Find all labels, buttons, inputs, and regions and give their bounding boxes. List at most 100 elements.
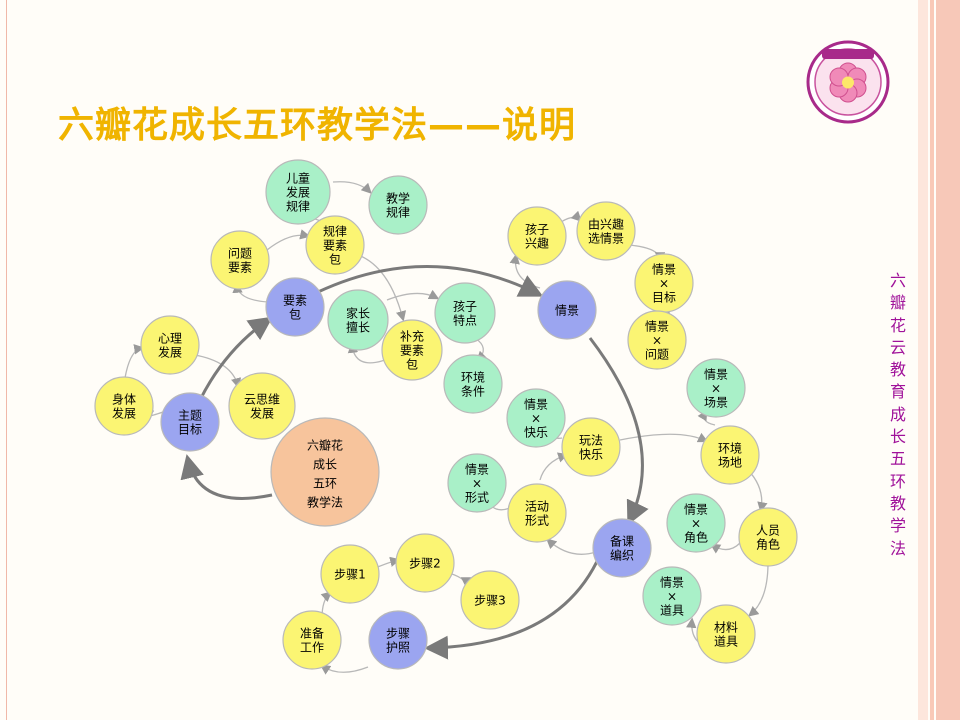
node-circle-haizi_xq xyxy=(507,206,567,266)
connector-buzhou-zhunbei xyxy=(319,664,369,675)
node-label-bz3: 步骤3 xyxy=(474,593,506,607)
node-bz2: 步骤2 xyxy=(395,533,455,593)
node-yaosu: 要素包 xyxy=(265,277,325,337)
node-label-center: 教学法 xyxy=(307,495,343,510)
node-circle-buchong xyxy=(381,319,443,381)
connector-jiazhang-haizi xyxy=(386,289,440,301)
node-label-haizi_xq: 孩子 xyxy=(525,222,549,236)
node-circle-qingjing xyxy=(537,280,597,340)
node-label-youxingqu: 选情景 xyxy=(588,231,624,245)
node-circle-huanjing_tj xyxy=(443,354,503,414)
main-arrow-yaosu-qingjing xyxy=(317,265,544,297)
node-label-wenti: 问题 xyxy=(228,246,252,260)
node-circle-qj_juese xyxy=(666,493,726,553)
main-arrow-zhuti-yaosu xyxy=(198,316,273,401)
node-label-yaosu: 要素 xyxy=(283,293,307,307)
node-label-buzhou: 护照 xyxy=(386,640,410,654)
node-qj_daoju: 情景×道具 xyxy=(642,566,702,626)
node-label-qj_wenti: × xyxy=(652,333,662,347)
node-circle-yunsi xyxy=(228,372,296,440)
connector-huodong-wanfa xyxy=(539,452,569,481)
node-label-buchong: 要素 xyxy=(400,343,424,357)
side-vertical-text: 六瓣花云教育成长五环教学法 xyxy=(889,271,906,558)
node-label-qj_daoju: × xyxy=(667,589,677,603)
node-label-cailiao: 材料 xyxy=(714,620,738,634)
node-label-ertong: 发展 xyxy=(286,184,310,199)
node-label-qj_wenti: 情景 xyxy=(645,319,669,333)
node-label-haizi_xq: 兴趣 xyxy=(525,235,549,250)
connector-wenti-guilv xyxy=(266,229,311,251)
node-bz3: 步骤3 xyxy=(460,570,520,630)
node-label-huanjing_cd: 场地 xyxy=(718,455,742,469)
node-circle-xinli xyxy=(140,315,200,375)
node-label-qingjing: 情景 xyxy=(555,303,579,317)
node-label-ertong: 儿童 xyxy=(286,170,310,185)
node-label-yaosu: 包 xyxy=(289,307,301,321)
node-label-jiazhang: 擅长 xyxy=(346,319,370,334)
connector-xinli-yunsi xyxy=(194,354,242,389)
node-label-xinli: 心理 xyxy=(158,331,182,345)
left-frame-line xyxy=(6,0,7,720)
node-label-yunsi: 云思维 xyxy=(244,392,280,406)
node-label-guilv: 要素 xyxy=(323,238,347,252)
node-circle-qj_daoju xyxy=(642,566,702,626)
node-label-huanjing_cd: 环境 xyxy=(718,440,742,455)
node-circle-renyuan xyxy=(738,507,798,567)
node-label-beike: 编织 xyxy=(610,547,634,562)
node-label-buchong: 补充 xyxy=(400,328,424,343)
page-title: 六瓣花成长五环教学法——说明 xyxy=(58,105,577,146)
node-label-zhuti: 目标 xyxy=(178,422,202,436)
connector-ertong-jiaoxue xyxy=(332,181,372,194)
node-label-bz1: 步骤1 xyxy=(334,567,366,581)
node-label-zhuti: 主题 xyxy=(178,408,202,422)
node-label-ertong: 规律 xyxy=(286,198,310,213)
node-qj_xingshi: 情景×形式 xyxy=(447,453,507,513)
node-label-qj_mubiao: 情景 xyxy=(652,262,676,276)
node-qj_juese: 情景×角色 xyxy=(666,493,726,553)
node-circle-huanjing_cd xyxy=(700,425,760,485)
node-circle-wanfa xyxy=(561,417,621,477)
node-circle-buzhou xyxy=(368,610,428,670)
connector-renyuan-cailiao xyxy=(748,562,769,617)
node-label-cailiao: 道具 xyxy=(714,634,738,648)
node-label-jiaoxue: 教学 xyxy=(386,190,410,205)
right-stripe-2 xyxy=(930,0,934,720)
connector-haizixq-youxingqu xyxy=(560,210,582,223)
node-label-qj_kuaile: 情景 xyxy=(524,397,548,411)
node-circle-qj_wenti xyxy=(627,310,687,370)
node-qj_mubiao: 情景×目标 xyxy=(634,253,694,313)
node-label-shenti: 发展 xyxy=(112,405,136,420)
node-label-center: 五环 xyxy=(313,477,337,491)
node-label-buzhou: 步骤 xyxy=(386,626,410,640)
node-qj_wenti: 情景×问题 xyxy=(627,310,687,370)
node-qj_kuaile: 情景×快乐 xyxy=(506,388,566,448)
flower-logo-icon xyxy=(806,40,890,124)
node-circle-center xyxy=(270,417,380,527)
node-circle-beike xyxy=(592,518,652,578)
node-label-qj_daoju: 道具 xyxy=(660,603,684,617)
node-label-xinli: 发展 xyxy=(158,344,182,359)
node-label-youxingqu: 由兴趣 xyxy=(588,216,624,231)
connector-wanfa-huanjing xyxy=(619,432,709,443)
node-circle-qj_kuaile xyxy=(506,388,566,448)
node-label-qj_wenti: 问题 xyxy=(645,347,669,361)
node-label-center: 成长 xyxy=(313,458,337,472)
node-label-buchong: 包 xyxy=(406,357,418,371)
node-label-beike: 备课 xyxy=(610,534,634,548)
node-label-qj_juese: 角色 xyxy=(684,530,708,544)
node-circle-zhunbei xyxy=(282,610,342,670)
right-stripe-3 xyxy=(936,0,960,720)
